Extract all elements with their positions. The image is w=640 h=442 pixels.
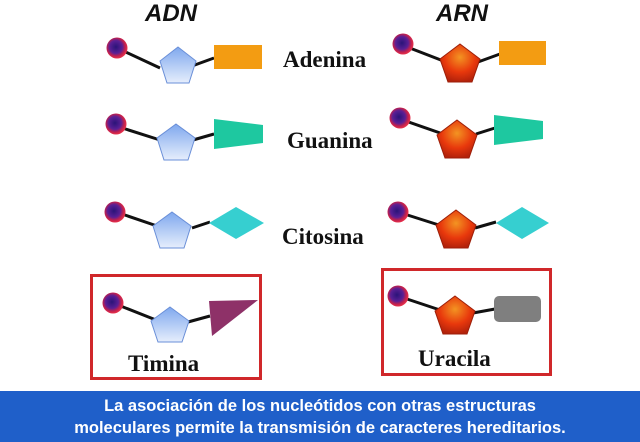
base-bond <box>191 220 211 230</box>
uracil-base-icon <box>494 296 541 322</box>
caption-banner: La asociación de los nucleótidos con otr… <box>0 391 640 442</box>
base-bond <box>474 220 497 230</box>
dna-cytosine-nucleotide <box>104 201 264 249</box>
adenine-label: Adenina <box>283 47 367 72</box>
deoxyribose-sugar-icon <box>159 46 197 84</box>
base-bond <box>191 56 215 68</box>
uracil-label: Uracila <box>418 346 491 371</box>
ribose-sugar-icon <box>435 209 477 249</box>
thymine-label: Timina <box>128 351 200 376</box>
base-bond <box>475 126 496 136</box>
adenine-base-icon <box>214 45 262 69</box>
guanine-base-icon <box>214 119 263 149</box>
rna-cytosine-nucleotide <box>387 201 549 249</box>
phosphate-icon <box>106 37 128 59</box>
phosphate-icon <box>105 113 127 135</box>
dna-guanine-nucleotide <box>105 113 263 161</box>
dna-adenine-nucleotide <box>106 37 262 84</box>
caption-line-1: La asociación de los nucleótidos con otr… <box>104 397 536 415</box>
phosphate-icon <box>387 201 409 223</box>
base-bond <box>477 52 501 64</box>
dna-thymine-nucleotide <box>102 292 258 343</box>
rna-column-heading: ARN <box>436 0 488 27</box>
ribose-sugar-icon <box>434 295 476 335</box>
rna-guanine-nucleotide <box>389 107 543 159</box>
uracil-highlight-box <box>381 268 552 376</box>
ribose-sugar-icon <box>439 43 481 83</box>
cytosine-base-icon <box>209 207 264 239</box>
phosphate-icon <box>102 292 124 314</box>
cytosine-base-icon <box>496 207 549 239</box>
dna-column-heading: ADN <box>145 0 197 27</box>
phosphate-icon <box>104 201 126 223</box>
deoxyribose-sugar-icon <box>156 123 196 161</box>
adenine-base-icon <box>499 41 546 65</box>
phosphate-icon <box>387 285 409 307</box>
thymine-highlight-box <box>90 274 262 380</box>
thymine-base-icon <box>209 300 258 336</box>
deoxyribose-sugar-icon <box>150 306 190 343</box>
phosphate-icon <box>389 107 411 129</box>
base-bond <box>187 314 211 324</box>
guanine-base-icon <box>494 115 543 145</box>
caption-line-2: moleculares permite la transmisión de ca… <box>74 419 566 437</box>
phosphate-icon <box>392 33 414 55</box>
rna-uracil-nucleotide <box>387 285 541 335</box>
cytosine-label: Citosina <box>282 224 364 249</box>
deoxyribose-sugar-icon <box>152 211 192 249</box>
ribose-sugar-icon <box>436 119 478 159</box>
guanine-label: Guanina <box>287 128 373 153</box>
base-bond <box>472 307 496 315</box>
base-bond <box>192 132 215 142</box>
rna-adenine-nucleotide <box>392 33 546 83</box>
